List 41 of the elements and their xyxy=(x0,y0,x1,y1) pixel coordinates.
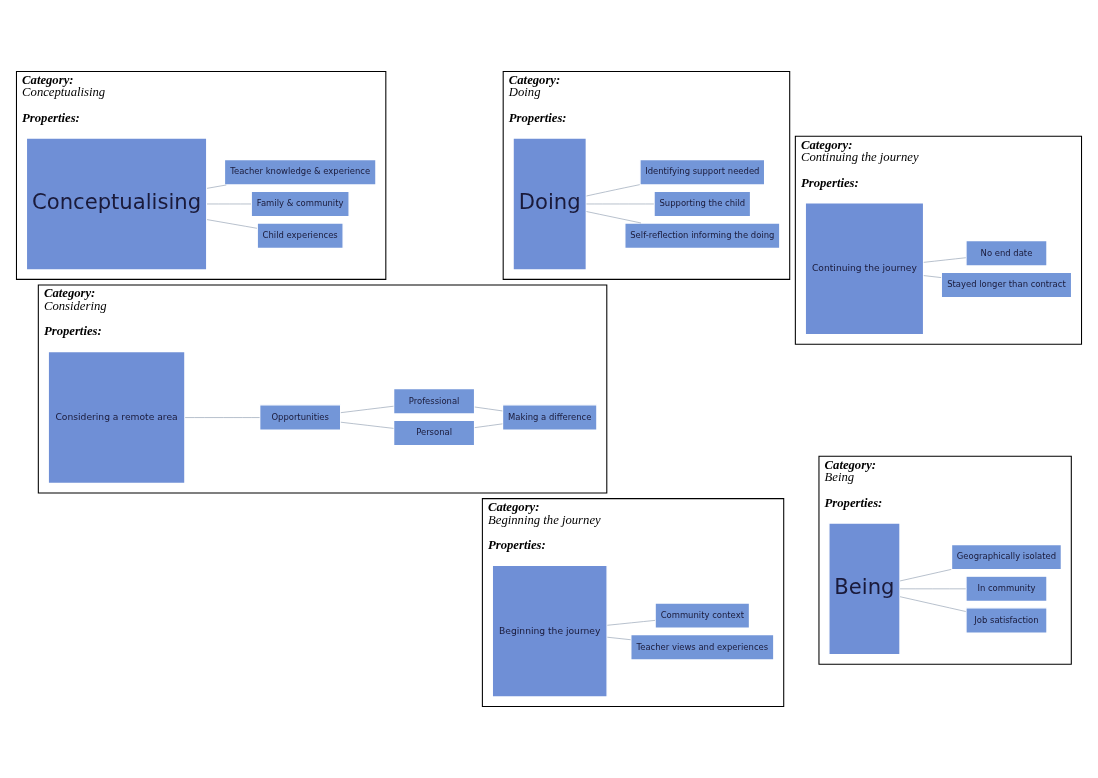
connector xyxy=(586,211,642,224)
connector xyxy=(899,588,967,590)
connector xyxy=(474,406,503,412)
node-box: Beginning the journey xyxy=(491,564,608,698)
connector xyxy=(206,219,258,229)
node-box: Family & community xyxy=(250,190,350,218)
connector xyxy=(340,421,394,429)
node-box: Supporting the child xyxy=(653,190,752,218)
connector xyxy=(206,184,227,189)
connector xyxy=(923,275,942,278)
node-box: Job satisfaction xyxy=(965,607,1048,634)
node-box: Child experiences xyxy=(256,222,344,250)
connector xyxy=(607,636,632,641)
node-box: Making a difference xyxy=(501,404,598,431)
node-box: Geographically isolated xyxy=(950,543,1063,571)
connector xyxy=(586,203,655,205)
connector xyxy=(899,596,967,612)
connector xyxy=(923,257,967,263)
node-box: No end date xyxy=(965,239,1048,267)
node-box: Considering a remote area xyxy=(47,350,186,485)
node-box: Continuing the journey xyxy=(804,202,925,336)
node-box: Doing xyxy=(512,137,588,271)
connector xyxy=(340,405,394,413)
node-box: Opportunities xyxy=(258,404,342,431)
node-box: Stayed longer than contract xyxy=(940,271,1073,299)
connector xyxy=(474,423,503,428)
node-box: In community xyxy=(965,575,1048,603)
connector xyxy=(899,569,952,582)
node-box: Self-reflection informing the doing xyxy=(624,222,781,250)
node-box: Being xyxy=(828,522,901,656)
node-box: Community context xyxy=(654,602,751,629)
node-box: Conceptualising xyxy=(25,137,208,271)
connector xyxy=(184,417,260,418)
connector xyxy=(607,620,656,626)
node-box: Teacher views and experiences xyxy=(630,633,775,661)
node-box: Professional xyxy=(392,387,476,415)
node-box: Teacher knowledge & experience xyxy=(223,158,377,186)
node-box: Personal xyxy=(392,419,476,447)
connector xyxy=(206,203,252,205)
node-box: Identifying support needed xyxy=(639,158,766,186)
connector xyxy=(586,184,641,197)
